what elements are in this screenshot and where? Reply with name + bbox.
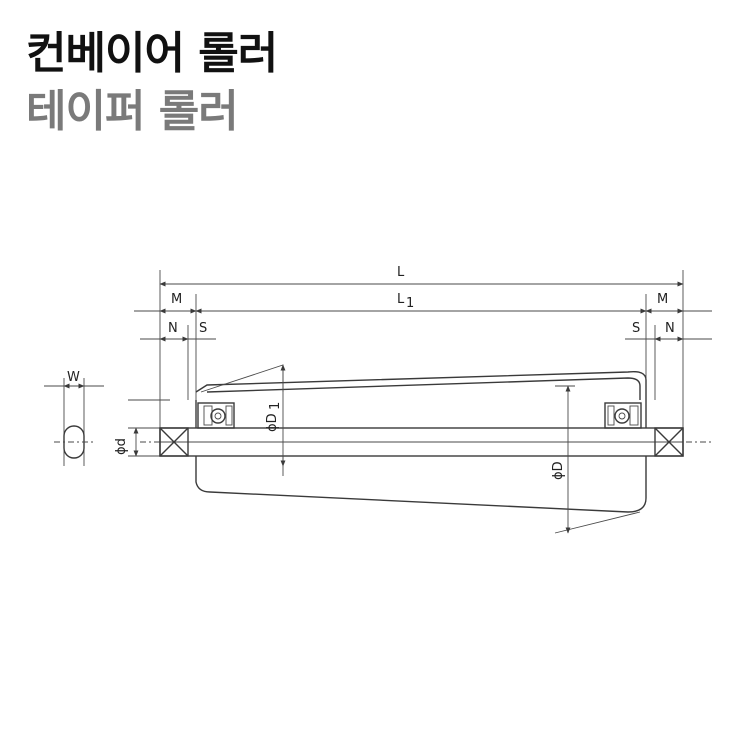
label-L: L	[397, 265, 405, 280]
dimension-L: L	[159, 265, 684, 287]
label-M-right: M	[657, 292, 668, 307]
dimension-N-S: N S S N	[140, 321, 712, 342]
dimension-L1: L 1	[134, 292, 712, 314]
dimension-D1: ϕD 1	[265, 364, 286, 467]
label-M-left: M	[171, 292, 182, 307]
label-S-left: S	[199, 321, 207, 336]
shaft-end-view: W	[44, 370, 104, 466]
label-N-right: N	[665, 321, 675, 336]
page-subtitle: 테이퍼 롤러	[26, 86, 239, 137]
label-d: ϕd	[114, 438, 129, 455]
label-D1-subscript: 1	[268, 402, 283, 410]
label-W: W	[67, 370, 80, 385]
shaft	[140, 427, 712, 457]
page-title: 컨베이어 롤러	[26, 28, 278, 79]
label-N-left: N	[168, 321, 178, 336]
shaft-flat-left	[159, 427, 189, 457]
bearing-right	[604, 402, 642, 429]
label-L1: L	[397, 292, 405, 307]
label-D: ϕD	[551, 461, 566, 480]
bearing-left	[197, 402, 235, 429]
label-S-right: S	[632, 321, 640, 336]
shaft-flat-right	[654, 427, 684, 457]
label-D1: ϕD	[265, 413, 280, 432]
dimension-d: ϕd	[114, 399, 170, 457]
label-L1-subscript: 1	[406, 296, 414, 311]
taper-tube	[195, 364, 647, 534]
dimension-M: M M	[159, 292, 684, 314]
dimension-D: ϕD	[551, 385, 575, 534]
